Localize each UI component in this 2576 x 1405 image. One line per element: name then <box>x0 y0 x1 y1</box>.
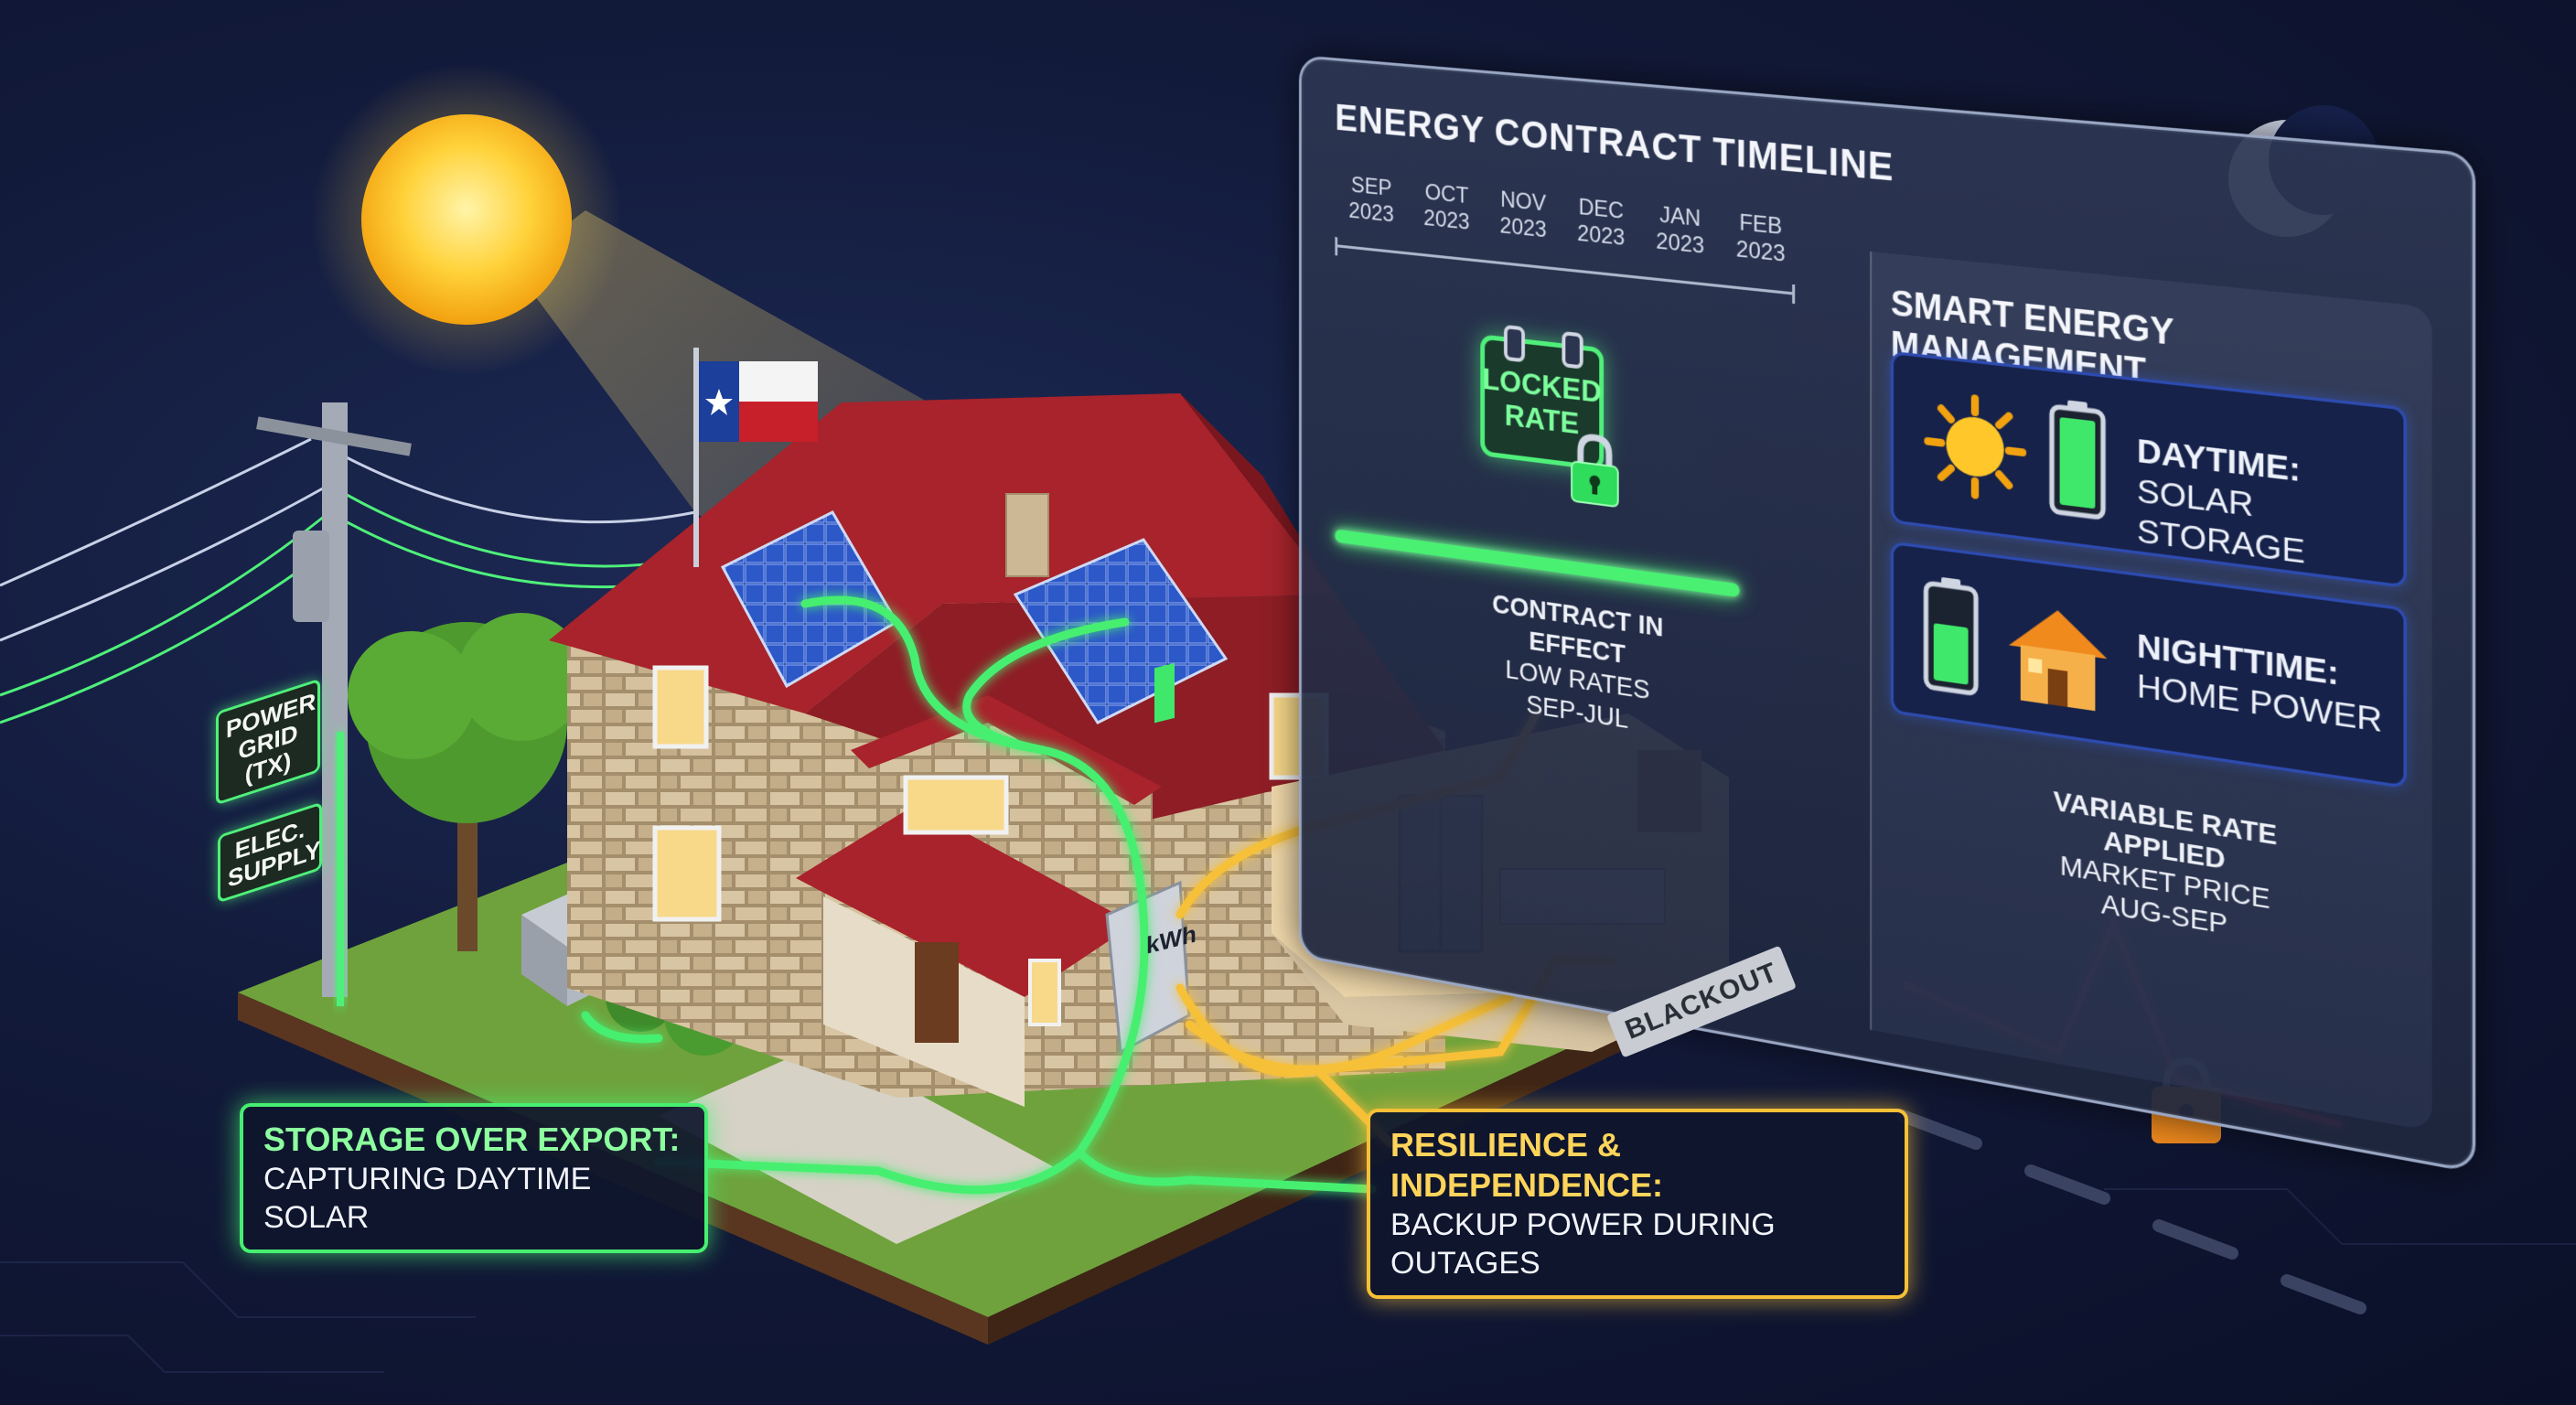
calendar-ring <box>1504 324 1525 363</box>
battery-full-icon <box>2048 396 2108 522</box>
utility-pole <box>256 402 412 1006</box>
month-6-year: 2023 <box>1735 236 1786 268</box>
contract-status: CONTRACT IN EFFECT LOW RATES SEP-JUL <box>1445 581 1712 748</box>
resilience-callout: RESILIENCE & INDEPENDENCE: BACKUP POWER … <box>1367 1109 1908 1299</box>
timeline-tick <box>1792 284 1796 305</box>
month-3-year: 2023 <box>1499 212 1547 243</box>
daytime-label: DAYTIME: SOLAR STORAGE <box>2137 431 2403 585</box>
resilience-callout-title: RESILIENCE & INDEPENDENCE: <box>1390 1126 1664 1204</box>
variable-rate-info: VARIABLE RATE APPLIED MARKET PRICE AUG-S… <box>2006 778 2327 958</box>
road-dashes <box>1896 1110 2367 1314</box>
resilience-callout-text: BACKUP POWER DURING OUTAGES <box>1390 1207 1776 1281</box>
month-1-name: SEP <box>1350 172 1392 202</box>
month-5-year: 2023 <box>1656 228 1705 260</box>
month-4-name: DEC <box>1578 194 1624 225</box>
solar-flow-lines <box>581 595 1377 1195</box>
tree <box>348 613 585 951</box>
timeline-title: ENERGY CONTRACT TIMELINE <box>1335 97 1894 190</box>
month-6-name: FEB <box>1739 209 1783 241</box>
month-5-name: JAN <box>1659 201 1701 232</box>
month-1-year: 2023 <box>1348 198 1394 228</box>
texas-flag-icon <box>693 348 818 567</box>
month-4-year: 2023 <box>1577 220 1626 252</box>
battery-half-icon <box>1922 573 1980 698</box>
background-circuit <box>0 1188 2576 1373</box>
smart-energy-section: SMART ENERGY MANAGEMENT <box>1870 251 2432 1132</box>
month-2-name: OCT <box>1424 179 1469 209</box>
sun-icon <box>1922 387 2028 508</box>
timeline-tick <box>1335 237 1338 256</box>
storage-callout-title: STORAGE OVER EXPORT: <box>263 1121 681 1158</box>
green-padlock-icon <box>1568 429 1621 511</box>
month-3-name: NOV <box>1500 187 1547 217</box>
storage-callout-text: CAPTURING DAYTIME SOLAR <box>263 1162 592 1235</box>
month-2-year: 2023 <box>1423 205 1470 235</box>
calendar-ring <box>1562 330 1583 370</box>
contract-period-bar <box>1335 529 1740 598</box>
nighttime-label: NIGHTTIME: HOME POWER <box>2137 626 2382 741</box>
house-icon <box>2009 604 2108 712</box>
storage-callout: STORAGE OVER EXPORT: CAPTURING DAYTIME S… <box>240 1103 708 1253</box>
